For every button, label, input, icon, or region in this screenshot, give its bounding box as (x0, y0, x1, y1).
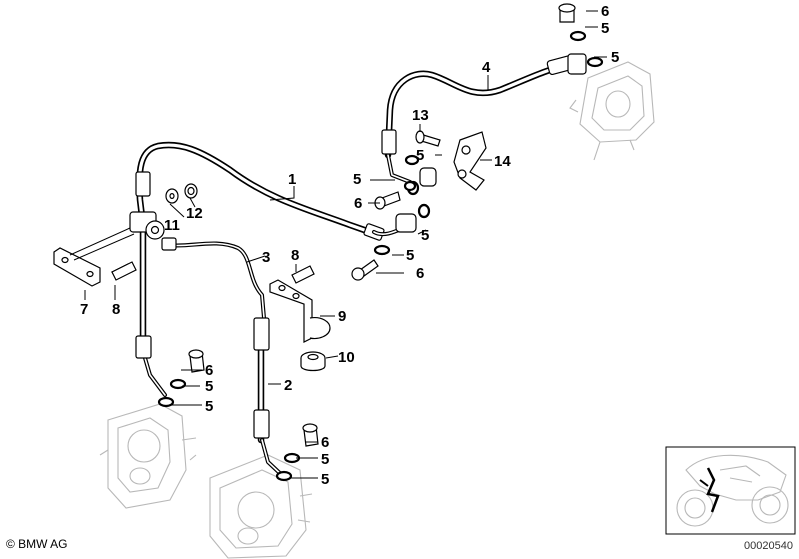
motorcycle-thumbnail (665, 446, 796, 535)
sealing-rings (157, 30, 604, 482)
callout-7: 7 (80, 301, 88, 318)
callout-5: 5 (321, 451, 329, 468)
banjo-bolt (302, 423, 319, 447)
callout-5: 5 (421, 227, 429, 244)
banjo-bolt (558, 3, 576, 23)
callout-5: 5 (205, 398, 213, 415)
callout-1: 1 (288, 171, 296, 188)
drawing-number: 00020540 (744, 540, 793, 552)
grommet (300, 351, 326, 372)
banjo-bolt (188, 349, 205, 373)
callout-13: 13 (412, 107, 429, 124)
banjo-bolt (351, 259, 379, 281)
callout-3: 3 (262, 249, 270, 266)
banjo-bolt (374, 191, 401, 210)
master-cylinder-outline (569, 61, 655, 161)
callout-5: 5 (601, 20, 609, 37)
callout-8: 8 (291, 247, 299, 264)
copyright-notice: © BMW AG (6, 537, 68, 551)
callout-11: 11 (164, 217, 180, 234)
callout-5: 5 (205, 378, 213, 395)
callout-12: 12 (186, 205, 203, 222)
callout-9: 9 (338, 308, 346, 325)
callout-8: 8 (112, 301, 120, 318)
callout-6: 6 (321, 434, 329, 451)
callout-6: 6 (354, 195, 362, 212)
callout-5: 5 (353, 171, 361, 188)
callout-6: 6 (416, 265, 424, 282)
callout-4: 4 (482, 59, 491, 76)
callout-5: 5 (321, 471, 329, 488)
callout-5: 5 (416, 147, 424, 164)
callout-14: 14 (494, 153, 511, 170)
t-fitting (129, 211, 165, 240)
left-caliper-outline (99, 403, 197, 509)
callout-6: 6 (601, 3, 609, 20)
callout-6: 6 (205, 362, 213, 379)
callout-5: 5 (611, 49, 619, 66)
callout-10: 10 (338, 349, 355, 366)
right-caliper-outline (209, 454, 313, 559)
callout-5: 5 (406, 247, 414, 264)
callout-2: 2 (284, 377, 292, 394)
